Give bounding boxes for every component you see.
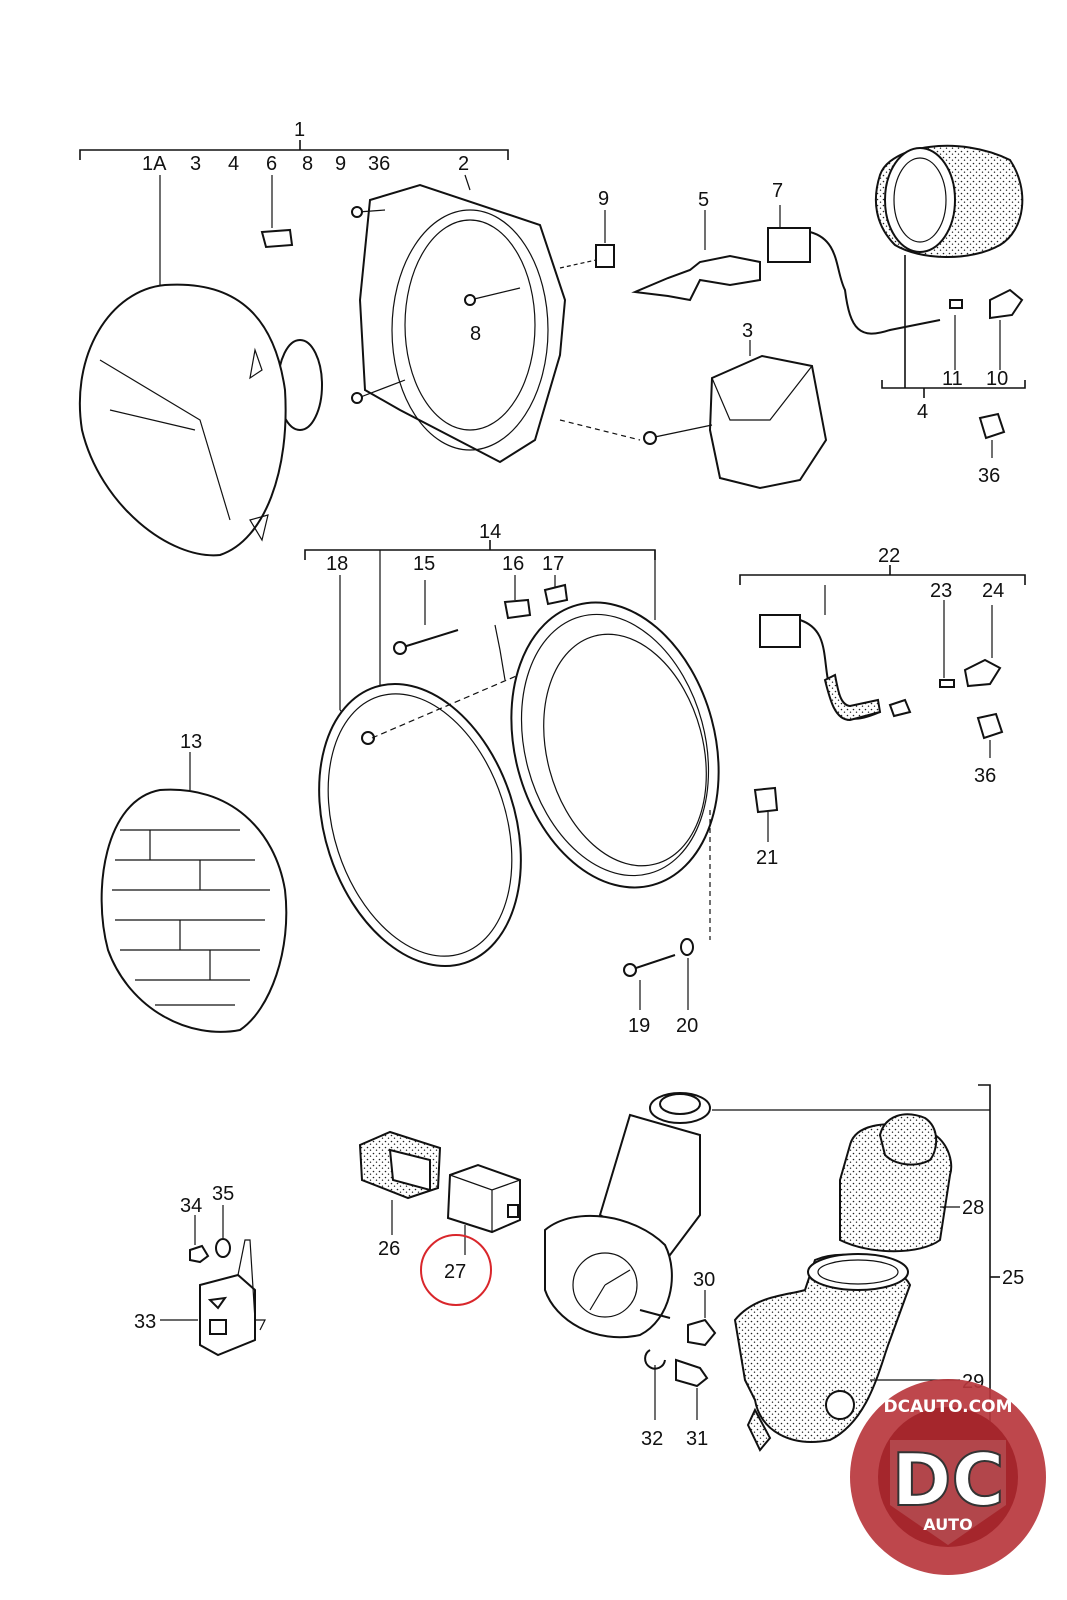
callout-28: 28 — [962, 1197, 984, 1219]
boot-26 — [358, 1130, 442, 1235]
callout-36: 36 — [978, 465, 1000, 487]
callout-26: 26 — [378, 1238, 400, 1260]
callout-16: 16 — [502, 553, 524, 575]
callout-14: 14 — [479, 521, 501, 543]
callout-24: 24 — [982, 580, 1004, 602]
callout-labels: 1 1A 3 4 6 8 9 36 2 9 5 7 8 3 11 10 4 36… — [134, 119, 1024, 1450]
callout-15: 15 — [413, 553, 435, 575]
callout-31: 31 — [686, 1428, 708, 1450]
callout-34: 34 — [180, 1195, 202, 1217]
fasteners-30-31-32 — [644, 1290, 717, 1420]
screw-19-washer-20 — [623, 810, 711, 1010]
sealed-beam-13 — [100, 752, 288, 1033]
callout-21: 21 — [756, 847, 778, 869]
callout-11: 11 — [942, 368, 963, 390]
callout-36: 36 — [974, 765, 996, 787]
clips-16-17 — [494, 575, 569, 681]
callout-30: 30 — [693, 1269, 715, 1291]
clip-36-middle — [976, 712, 1004, 758]
callout-27: 27 — [444, 1261, 466, 1283]
callout-18: 18 — [326, 553, 348, 575]
headlamp-motor — [544, 1092, 711, 1339]
screw-15 — [393, 629, 459, 655]
clip-9 — [559, 210, 615, 269]
callout-32: 32 — [641, 1428, 663, 1450]
callout-2: 2 — [458, 153, 469, 175]
watermark-site: DCAUTO.COM — [883, 1397, 1012, 1417]
connector-7 — [767, 205, 941, 335]
headlamp-housing-2 — [351, 183, 567, 464]
headlamp-lens-1A — [78, 283, 323, 557]
bulb-holder-3 — [559, 340, 828, 490]
callout-20: 20 — [676, 1015, 698, 1037]
clip-36-top — [978, 412, 1006, 458]
screw-8 — [464, 287, 521, 306]
relay-27 — [446, 1163, 521, 1255]
callout-6: 6 — [266, 153, 277, 175]
callout-27-highlight-ring — [420, 1234, 492, 1306]
callout-1: 1 — [294, 119, 305, 141]
callout-9: 9 — [598, 188, 609, 210]
nut-6 — [260, 228, 294, 249]
callout-8: 8 — [470, 323, 481, 345]
callout-4: 4 — [917, 401, 928, 423]
dcauto-watermark-logo: DCAUTO.COM DC AUTO — [850, 1379, 1046, 1575]
callout-22: 22 — [878, 545, 900, 567]
callout-25: 25 — [1002, 1267, 1024, 1289]
callout-5: 5 — [698, 189, 709, 211]
callout-33: 33 — [134, 1311, 156, 1333]
mounting-ring-14 — [510, 601, 720, 889]
wiring-22 — [739, 565, 1026, 722]
watermark-logo: DC — [892, 1438, 1005, 1522]
assembly-1-group — [79, 140, 509, 285]
clip-21 — [753, 786, 779, 842]
watermark-sub: AUTO — [923, 1515, 972, 1534]
callout-4: 4 — [228, 153, 239, 175]
assembly-14-group — [304, 540, 656, 736]
rubber-boot — [874, 144, 1024, 258]
callout-9: 9 — [335, 153, 346, 175]
boot-29 — [733, 1253, 960, 1452]
callout-23: 23 — [930, 580, 952, 602]
callout-7: 7 — [772, 180, 783, 202]
cap-28 — [839, 1113, 960, 1253]
trim-ring-18 — [318, 639, 601, 967]
callout-13: 13 — [180, 731, 202, 753]
callout-19: 19 — [628, 1015, 650, 1037]
callout-3: 3 — [190, 153, 201, 175]
control-module-33 — [160, 1205, 266, 1357]
callout-8: 8 — [302, 153, 313, 175]
callout-17: 17 — [542, 553, 564, 575]
callout-1A: 1A — [142, 153, 167, 175]
bulb-parts-10-11 — [881, 255, 1026, 398]
bulb-5 — [631, 210, 761, 302]
callout-35: 35 — [212, 1183, 234, 1205]
callout-10: 10 — [986, 368, 1008, 390]
callout-36: 36 — [368, 153, 390, 175]
callout-3: 3 — [742, 320, 753, 342]
